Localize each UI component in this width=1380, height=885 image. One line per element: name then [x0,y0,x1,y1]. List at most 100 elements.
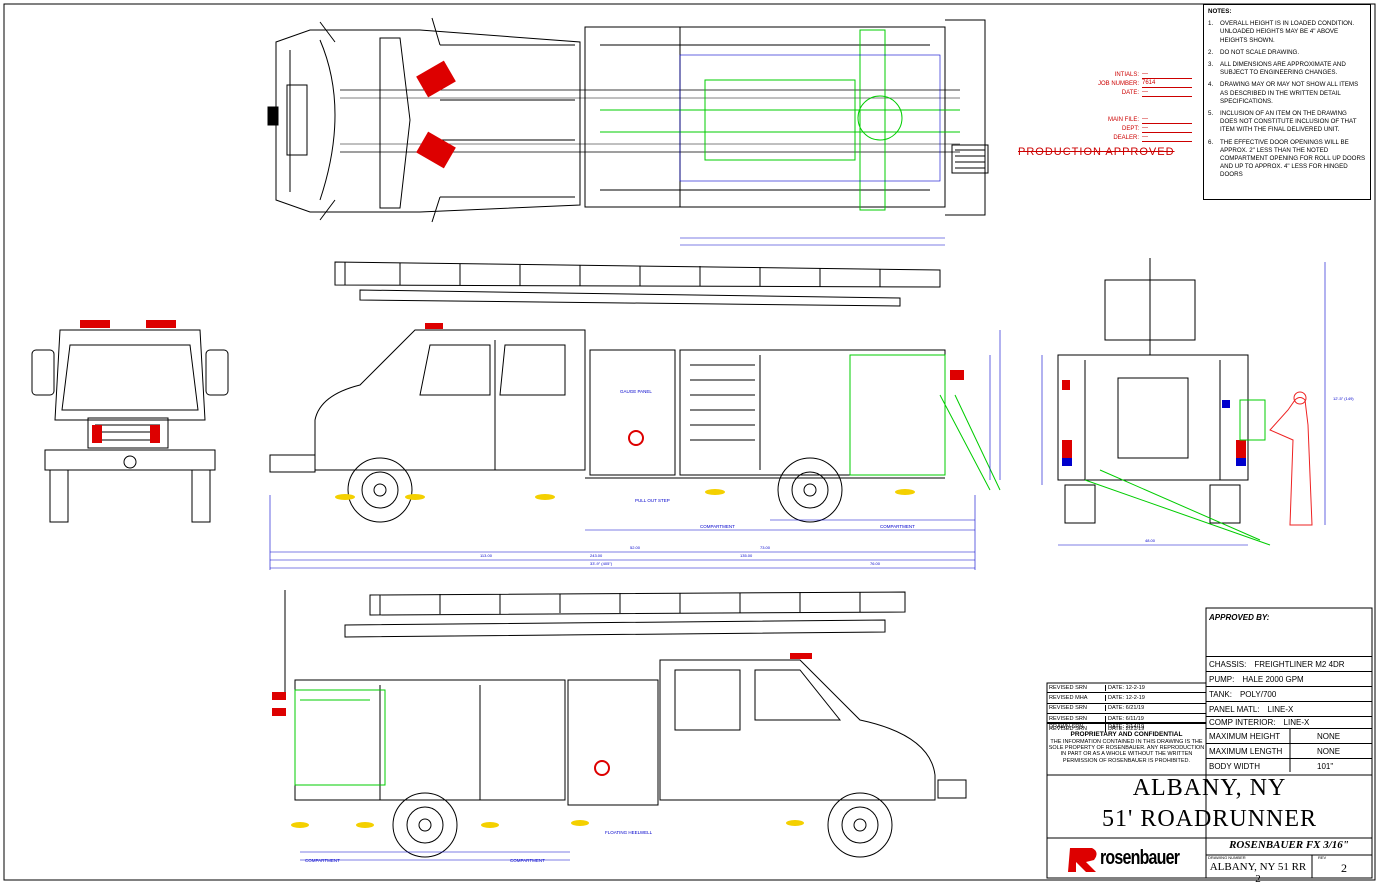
amber-lights-officer [291,820,804,828]
dealer-label: DEALER: [1113,134,1139,141]
rear-lights [1062,380,1246,466]
driver-side-view [269,261,946,523]
compartment-label-4: COMPARTMENT [510,858,545,863]
chassis-row: CHASSIS:FREIGHTLINER M2 4DR [1206,656,1372,671]
approval-stamp: INTIALS:— JOB NUMBER:7614 DATE:— MAIN FI… [1022,70,1192,142]
project-model: 51' ROADRUNNER [1102,806,1317,832]
rev-number: 2 [1341,861,1347,875]
pump-value: HALE 2000 GPM [1242,674,1304,684]
rosenbauer-logo-mark [1068,848,1097,872]
officer-cab-light [790,653,812,659]
comp-interior-value: LINE-X [1283,718,1310,727]
rosenbauer-logo-text: rosenbauer [1100,847,1180,869]
compartment-label-2: COMPARTMENT [880,524,915,529]
production-approved: PRODUCTION APPROVED [1018,146,1175,158]
floating-heelwell-label: FLOATING HEELWELL [605,830,653,835]
max-length-value: NONE [1317,746,1341,756]
date-value: — [1142,89,1192,97]
dim-c: 73.00 [760,545,771,550]
notes-heading: NOTES: [1208,8,1232,15]
dimensions-side [269,237,1001,570]
dim-g: 76.00 [870,561,881,566]
pull-out-step-label: PULL OUT STEP [635,498,670,503]
rear-view [1057,258,1249,524]
drawing-scale: ROSENBAUER FX 3/16" [1229,839,1349,851]
aerial-overlay-rear [1084,399,1271,546]
officer-side-view [284,590,967,858]
chassis-value: FREIGHTLINER M2 4DR [1254,659,1345,669]
main-file-value: — [1142,116,1192,124]
note-item: 1.OVERALL HEIGHT IS IN LOADED CONDITION.… [1208,20,1355,44]
gauge-panel-label: GAUGE PANEL [620,389,652,394]
front-light-left [92,425,102,443]
aerial-overlay-top [600,29,960,211]
rev-label: REV [1318,855,1327,860]
job-number-value: 7614 [1142,80,1192,88]
initials-value: — [1142,71,1192,79]
tank-value: POLY/700 [1239,689,1277,699]
warning-cone-top-2 [416,131,456,169]
officer-rear-light-1 [272,692,286,700]
notes-panel: NOTES: 1.OVERALL HEIGHT IS IN LOADED CON… [1203,4,1371,200]
aerial-overlay-side [849,354,1001,491]
drawing-number: ALBANY, NY 51 RR 2 [1209,861,1307,885]
body-width-value: 101" [1317,761,1334,771]
date-label: DATE: [1121,89,1139,96]
dept-label: DEPT: [1121,125,1139,132]
sheet-border [3,3,1376,881]
dim-f: 48.00 [1145,538,1156,543]
dim-d: 52.00 [630,545,641,550]
compartment-label-3: COMPARTMENT [305,858,340,863]
project-city: ALBANY, NY [1132,775,1287,801]
dimensions-rear [1041,262,1326,546]
initials-label: INTIALS: [1114,71,1139,78]
max-height-value: NONE [1317,731,1341,741]
scale-figure [1269,397,1313,526]
officer-pump-gauge [594,760,610,776]
panel-value: LINE-X [1267,704,1294,714]
amber-lights-side [335,489,915,500]
note-item: 5.INCLUSION OF AN ITEM ON THE DRAWING DO… [1208,110,1357,134]
proprietary-text: THE INFORMATION CONTAINED IN THIS DRAWIN… [1048,739,1205,764]
warning-cone-top-1 [416,60,456,98]
rear-light-side [950,370,964,380]
drawing-number-label: DRAWING NUMBER [1208,855,1246,860]
note-item: 6.THE EFFECTIVE DOOR OPENINGS WILL BE AP… [1208,138,1366,179]
officer-rear-light-2 [272,708,286,716]
note-item: 3.ALL DIMENSIONS ARE APPROXIMATE AND SUB… [1208,61,1346,77]
front-light-right [150,425,160,443]
pump-row: PUMP:HALE 2000 GPM [1206,671,1372,686]
dim-a: 243.00 [590,553,603,558]
dept-value: — [1142,125,1192,133]
main-file-label: MAIN FILE: [1107,116,1139,123]
scale-figure-head [1293,391,1307,405]
approved-by: APPROVED BY: [1209,613,1270,622]
proprietary-notice: PROPRIETARY AND CONFIDENTIAL THE INFORMA… [1047,731,1206,764]
note-item: 2.DO NOT SCALE DRAWING. [1208,48,1300,56]
compartment-label-1: COMPARTMENT [700,524,735,529]
title-block: APPROVED BY: CHASSIS:FREIGHTLINER M2 4DR… [1206,608,1372,878]
lightbar-right [146,320,176,328]
dim-b: 135.00 [740,553,753,558]
dealer-value: — [1142,134,1192,142]
comp-interior-row: COMP INTERIOR:LINE-X [1206,716,1372,728]
body-outline-blue [679,54,941,182]
panel-row: PANEL MATL:LINE-X [1206,701,1372,716]
cab-light-side [425,323,443,329]
tank-row: TANK:POLY/700 [1206,686,1372,701]
top-view [267,17,989,223]
lightbar-left [80,320,110,328]
job-number-label: JOB NUMBER: [1097,80,1139,87]
dimensions-officer [300,851,570,861]
dim-overall-label: 33'-9" (405") [590,561,613,566]
